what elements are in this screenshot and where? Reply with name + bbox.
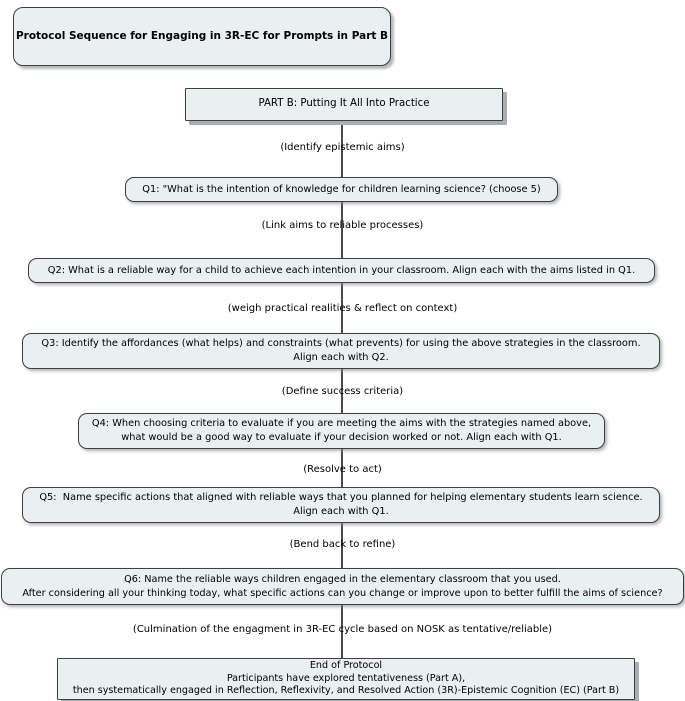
part-b-header-box: PART B: Putting It All Into Practice (185, 88, 503, 121)
transition-label-resolve-to-act: (Resolve to act) (303, 464, 382, 475)
protocol-title-box: Protocol Sequence for Engaging in 3R-EC … (13, 7, 391, 66)
q6-prompt-box: Q6: Name the reliable ways children enga… (1, 568, 684, 605)
transition-label-identify-epistemic-aims: (Identify epistemic aims) (280, 142, 405, 153)
q1-prompt-box: Q1: "What is the intention of knowledge … (125, 177, 558, 202)
transition-label-bend-back-to-refine: (Bend back to refine) (289, 539, 396, 550)
end-of-protocol-box: End of Protocol Participants have explor… (57, 658, 635, 700)
q4-prompt-box: Q4: When choosing criteria to evaluate i… (78, 413, 605, 449)
q5-prompt-box: Q5: Name specific actions that aligned w… (22, 487, 660, 523)
q3-prompt-box: Q3: Identify the affordances (what helps… (22, 333, 660, 369)
q2-prompt-box: Q2: What is a reliable way for a child t… (28, 258, 655, 283)
transition-label-link-aims-to-reliable-processes: (Link aims to reliable processes) (261, 220, 424, 231)
transition-label-culmination: (Culmination of the engagment in 3R-EC c… (132, 624, 553, 635)
transition-label-define-success-criteria: (Define success criteria) (281, 386, 404, 397)
connector-line (341, 121, 343, 658)
transition-label-weigh-practical-realities: (weigh practical realities & reflect on … (227, 303, 458, 314)
